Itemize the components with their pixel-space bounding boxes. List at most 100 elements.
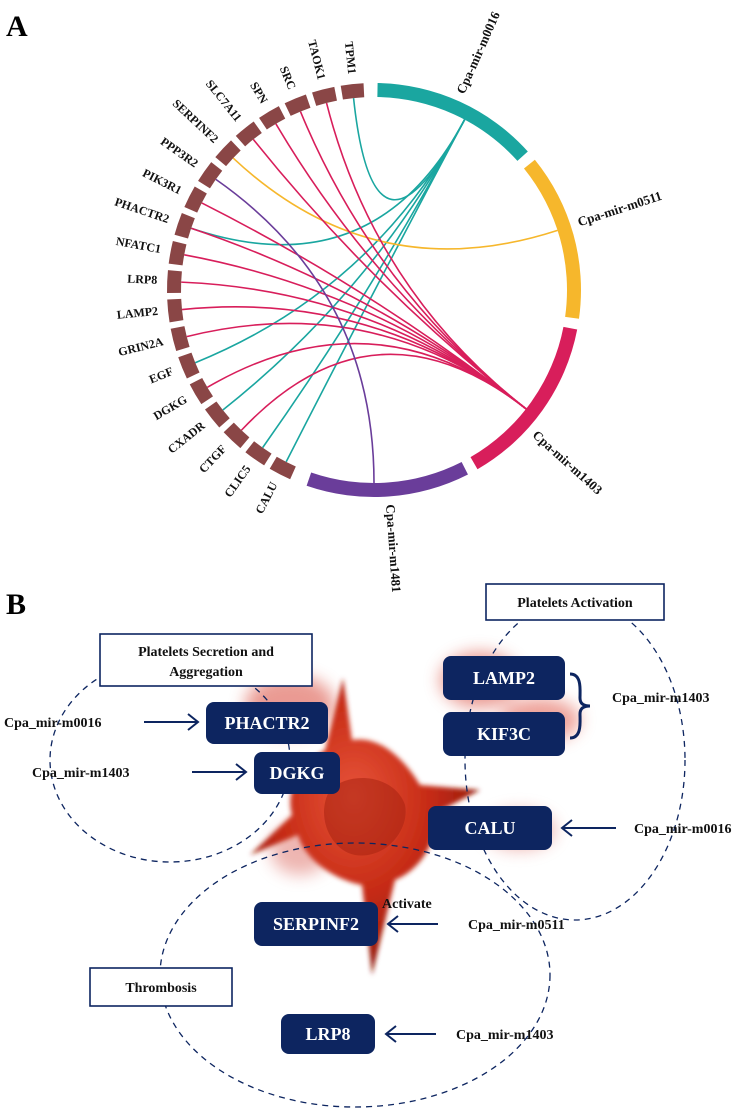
gene-arc-lrp8 bbox=[167, 270, 182, 294]
panel-a-letter: A bbox=[6, 10, 28, 43]
svg-text:DGKG: DGKG bbox=[269, 763, 324, 783]
gene-label: SRC bbox=[277, 64, 299, 92]
gene-arc-lamp2 bbox=[167, 298, 184, 323]
gene-label: EGF bbox=[147, 364, 175, 386]
gene-arc-slc7a11 bbox=[235, 121, 262, 147]
gene-label: TAOK1 bbox=[305, 38, 329, 81]
brace-lamp2-kif3c bbox=[569, 672, 591, 740]
group-title-thrombosis: Thrombosis bbox=[89, 967, 233, 1007]
svg-text:SERPINF2: SERPINF2 bbox=[273, 914, 359, 934]
gene-box-calu: CALU bbox=[428, 806, 552, 850]
activated-platelet-illustration bbox=[250, 678, 480, 975]
gene-label: SLC7A11 bbox=[203, 77, 245, 124]
gene-box-dgkg: DGKG bbox=[254, 752, 340, 794]
svg-text:LRP8: LRP8 bbox=[306, 1024, 351, 1044]
gene-label: TPM1 bbox=[342, 41, 359, 75]
panel-b-letter: B bbox=[6, 588, 26, 621]
arrow-m0511-serpinf2 bbox=[386, 915, 438, 933]
gene-label: GRIN2A bbox=[117, 334, 165, 359]
gene-label: PIK3R1 bbox=[140, 166, 184, 197]
chord-link bbox=[194, 119, 466, 364]
group-title-secretion: Platelets Secretion and Aggregation bbox=[99, 633, 313, 687]
gene-arc-nfatc1 bbox=[168, 241, 187, 266]
mir-label-m1403-left: Cpa_mir-m1403 bbox=[32, 766, 129, 781]
gene-arc-dgkg bbox=[189, 377, 214, 405]
chord-link bbox=[222, 119, 466, 411]
chord-link bbox=[206, 342, 527, 410]
gene-arc-phactr2 bbox=[174, 213, 195, 239]
gene-arc-calu bbox=[269, 456, 296, 480]
mir-label-m1403-lrp8: Cpa_mir-m1403 bbox=[456, 1028, 553, 1043]
svg-text:KIF3C: KIF3C bbox=[477, 724, 531, 744]
activate-label: Activate bbox=[382, 897, 432, 912]
gene-label: CTGF bbox=[196, 442, 229, 476]
gene-arc-ctgf bbox=[223, 422, 250, 449]
secretion-title-line1: Platelets Secretion and bbox=[138, 645, 274, 660]
chord-link bbox=[275, 123, 527, 410]
svg-text:PHACTR2: PHACTR2 bbox=[225, 713, 310, 733]
chord-link bbox=[285, 119, 466, 463]
gene-arc-tpm1 bbox=[340, 83, 365, 100]
arrow-m1403-lrp8 bbox=[384, 1025, 436, 1043]
svg-text:CALU: CALU bbox=[464, 818, 515, 838]
mirna-label: Cpa-mir-m1403 bbox=[530, 427, 606, 498]
arrow-m1403-dgkg bbox=[192, 763, 248, 781]
gene-box-serpinf2: SERPINF2 bbox=[254, 902, 378, 946]
gene-label: CALU bbox=[252, 479, 280, 516]
gene-label: PHACTR2 bbox=[113, 195, 171, 226]
chord-link bbox=[240, 353, 527, 431]
gene-arc-ppp3r2 bbox=[198, 162, 223, 189]
mirna-arc-cpa-mir-m1403 bbox=[470, 326, 578, 470]
svg-text:LAMP2: LAMP2 bbox=[473, 668, 535, 688]
mir-label-m0016-left: Cpa_mir-m0016 bbox=[4, 716, 101, 731]
chord-links bbox=[181, 98, 558, 484]
mirna-label: Cpa-mir-m0511 bbox=[576, 188, 664, 229]
regulation-arrows bbox=[144, 672, 616, 1043]
gene-label: SPN bbox=[247, 79, 271, 106]
gene-arc-cxadr bbox=[204, 401, 230, 428]
arrow-m0016-phactr2 bbox=[144, 713, 200, 731]
gene-arc-spn bbox=[259, 106, 286, 130]
mirna-arc-cpa-mir-m1481 bbox=[306, 461, 468, 497]
activation-outline bbox=[464, 599, 686, 921]
mir-label-m1403-activation: Cpa_mir-m1403 bbox=[612, 691, 709, 706]
gene-box-kif3c: KIF3C bbox=[443, 712, 565, 756]
gene-arc-clic5 bbox=[245, 441, 272, 466]
gene-arc-egf bbox=[178, 352, 200, 379]
chord-link bbox=[232, 157, 558, 250]
gene-label: SERPINF2 bbox=[170, 96, 221, 145]
gene-label: DGKG bbox=[151, 392, 190, 423]
chord-arcs bbox=[167, 83, 581, 497]
group-title-activation: Platelets Activation bbox=[485, 583, 665, 621]
mirna-arc-cpa-mir-m0511 bbox=[523, 159, 581, 319]
gene-label: LAMP2 bbox=[116, 304, 159, 322]
arrow-m0016-calu bbox=[560, 819, 616, 837]
gene-arc-taok1 bbox=[312, 86, 337, 106]
mirna-arc-cpa-mir-m0016 bbox=[377, 83, 528, 161]
chord-diagram: Cpa-mir-m0016Cpa-mir-m0511Cpa-mir-m1403C… bbox=[113, 9, 664, 593]
gene-label: LRP8 bbox=[127, 272, 158, 287]
gene-label: CLIC5 bbox=[221, 462, 253, 499]
chord-link bbox=[184, 254, 527, 410]
gene-arc-pik3r1 bbox=[184, 186, 207, 213]
gene-label: CXADR bbox=[165, 418, 208, 456]
chord-link bbox=[215, 178, 375, 484]
gene-box-lamp2: LAMP2 bbox=[443, 656, 565, 700]
gene-label: NFATC1 bbox=[115, 234, 162, 256]
gene-box-lrp8: LRP8 bbox=[281, 1014, 375, 1054]
gene-label: PPP3R2 bbox=[158, 134, 201, 170]
mir-label-m0016-right: Cpa_mir-m0016 bbox=[634, 822, 731, 837]
gene-arc-src bbox=[284, 94, 311, 116]
chord-link bbox=[190, 227, 527, 410]
thrombosis-title: Thrombosis bbox=[125, 981, 197, 996]
secretion-title-line2: Aggregation bbox=[169, 665, 243, 680]
mirna-label: Cpa-mir-m0016 bbox=[453, 9, 503, 96]
activation-title: Platelets Activation bbox=[517, 596, 633, 611]
mirna-label: Cpa-mir-m1481 bbox=[383, 504, 404, 593]
chord-link bbox=[252, 138, 527, 410]
mir-label-m0511: Cpa_mir-m0511 bbox=[468, 918, 565, 933]
gene-arc-grin2a bbox=[170, 326, 190, 352]
gene-arc-serpinf2 bbox=[215, 140, 241, 167]
gene-box-phactr2: PHACTR2 bbox=[206, 702, 328, 744]
